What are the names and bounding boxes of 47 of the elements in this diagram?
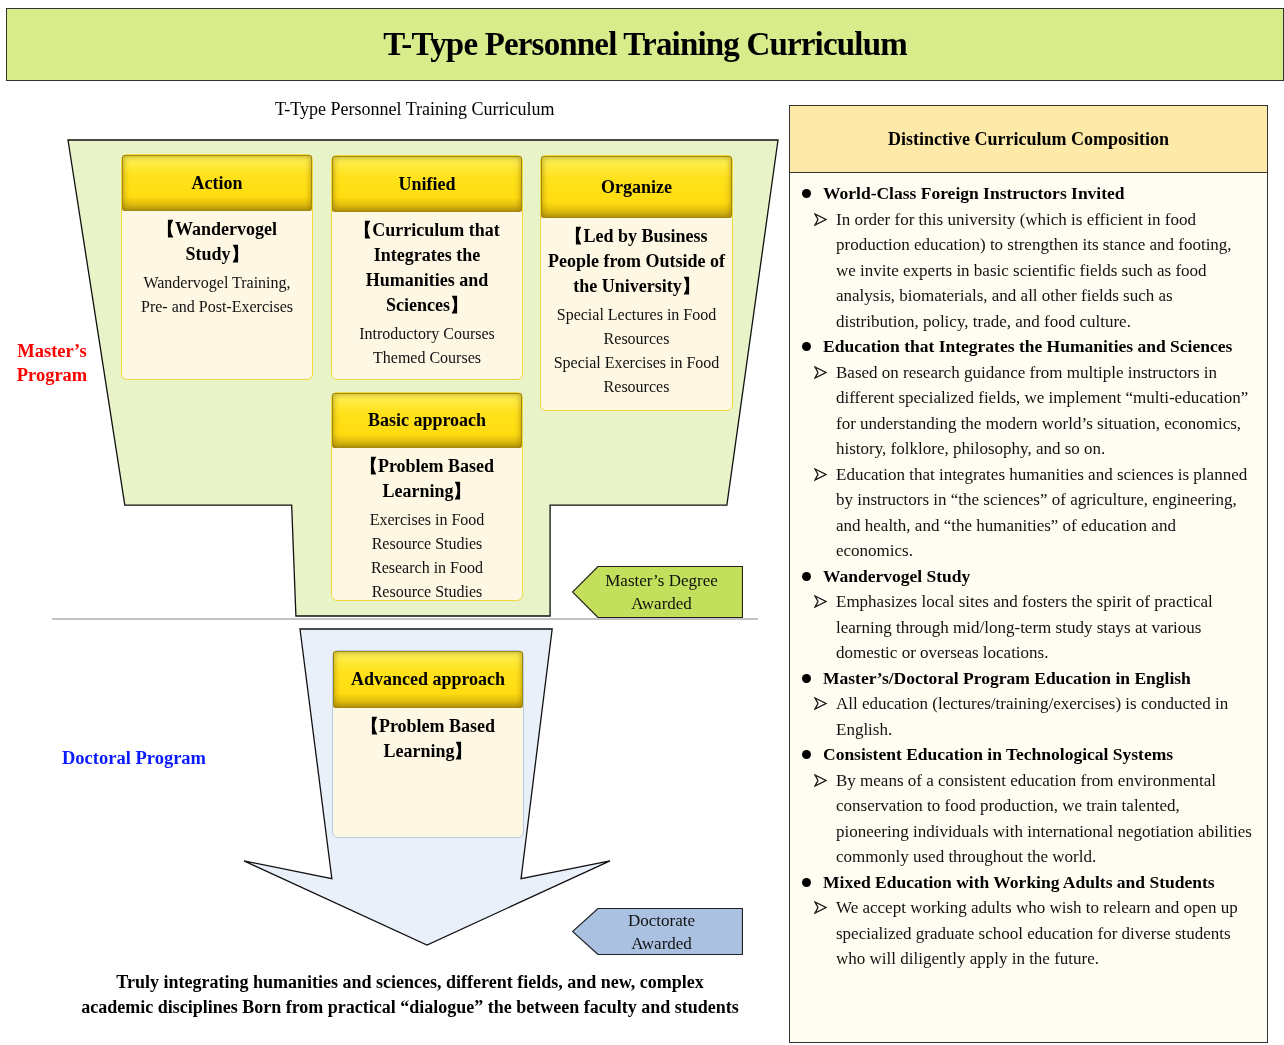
- bullet-heading: Education that Integrates the Humanities and Sciences: [823, 335, 1233, 358]
- award-tag: [572, 566, 743, 618]
- card-heading: 【Problem Based Learning】: [358, 455, 496, 503]
- bullet-text: We accept working adults who wish to relearn and open up specialized graduate school education for diverse students who will diligently apply in the future.: [836, 897, 1239, 970]
- card-text: Themed Courses: [372, 348, 482, 368]
- tag-label: Master’s Degree Awarded: [604, 570, 719, 615]
- program-label: Master’s Program: [15, 340, 89, 387]
- header-bar: Organize: [541, 156, 732, 218]
- card-heading: 【Wandervogel Study】: [156, 218, 278, 266]
- card-text: Research in Food Resource Studies: [370, 558, 484, 602]
- program-label: Doctoral Program: [62, 747, 206, 770]
- down-arrow-shape: [244, 629, 610, 945]
- info-panel: [789, 105, 1268, 1043]
- tag-label: Doctorate Awarded: [627, 909, 696, 955]
- bullet-heading: Consistent Education in Technological Systems: [823, 743, 1174, 766]
- card-text: Exercises in Food Resource Studies: [368, 510, 486, 554]
- card-heading: 【Problem Based Learning】: [359, 715, 497, 763]
- bullet-heading: Master’s/Doctoral Program Education in English: [823, 666, 1191, 690]
- card-heading: 【Led by Business People from Outside of the University】: [546, 225, 727, 298]
- header-bar: Advanced approach: [333, 651, 523, 708]
- bullet-text: All education (lectures/training/exercises) is conducted in English.: [836, 693, 1230, 741]
- header-bar: Unified: [332, 156, 522, 212]
- bullet-text: Education that integrates humanities and sciences is planned by instructors in “the sciences” of agriculture, engineering, and health, and “the humanities” of education and economics.: [836, 463, 1249, 562]
- title-banner: T-Type Personnel Training Curriculum: [6, 8, 1284, 81]
- card: [331, 392, 523, 601]
- caption: Truly integrating humanities and sciences, different fields, and new, complex academic disciplines Born from practical “dialogue” the between faculty and students: [80, 971, 740, 1019]
- card: [332, 650, 524, 838]
- card-heading: 【Curriculum that Integrates the Humanities and Sciences】: [353, 219, 501, 317]
- card-text: Special Exercises in Food Resources: [552, 353, 721, 397]
- card: [331, 155, 523, 380]
- bullet-heading: World-Class Foreign Instructors Invited: [823, 182, 1125, 205]
- bullet-text: By means of a consistent education from environmental conservation to food production, we train talented, pioneering individuals with international negotiation abilities commonly used throughout the world.: [836, 769, 1253, 868]
- panel-header: Distinctive Curriculum Composition: [790, 106, 1267, 173]
- header-bar: Action: [122, 155, 312, 211]
- card-text: Wandervogel Training, Pre- and Post-Exercises: [140, 273, 294, 317]
- card: [121, 154, 313, 380]
- bullet-text: Emphasizes local sites and fosters the spirit of practical learning through mid/long-term study stays at various domestic or overseas locations.: [836, 591, 1214, 664]
- bullet-text: Based on research guidance from multiple instructors in different specialized fields, we implement “multi-education” for understanding the modern world’s situation, economics, history, folklore, philosophy, and so on.: [836, 361, 1250, 460]
- bullet-heading: Mixed Education with Working Adults and Students: [823, 870, 1215, 894]
- card-text: Introductory Courses: [358, 324, 496, 345]
- award-tag: [572, 908, 743, 955]
- bullet-text: In order for this university (which is efficient in food production education) to strengthen its stance and footing, we invite experts in basic scientific fields such as food analysis, biomaterials, and all other fields such as distribution, policy, trade, and food culture.: [836, 208, 1233, 333]
- card-text: Special Lectures in Food Resources: [555, 305, 718, 349]
- bullet-heading: Wandervogel Study: [823, 564, 971, 588]
- header-bar: Basic approach: [332, 393, 522, 448]
- subtitle: T-Type Personnel Training Curriculum: [275, 98, 555, 121]
- card: [540, 155, 733, 411]
